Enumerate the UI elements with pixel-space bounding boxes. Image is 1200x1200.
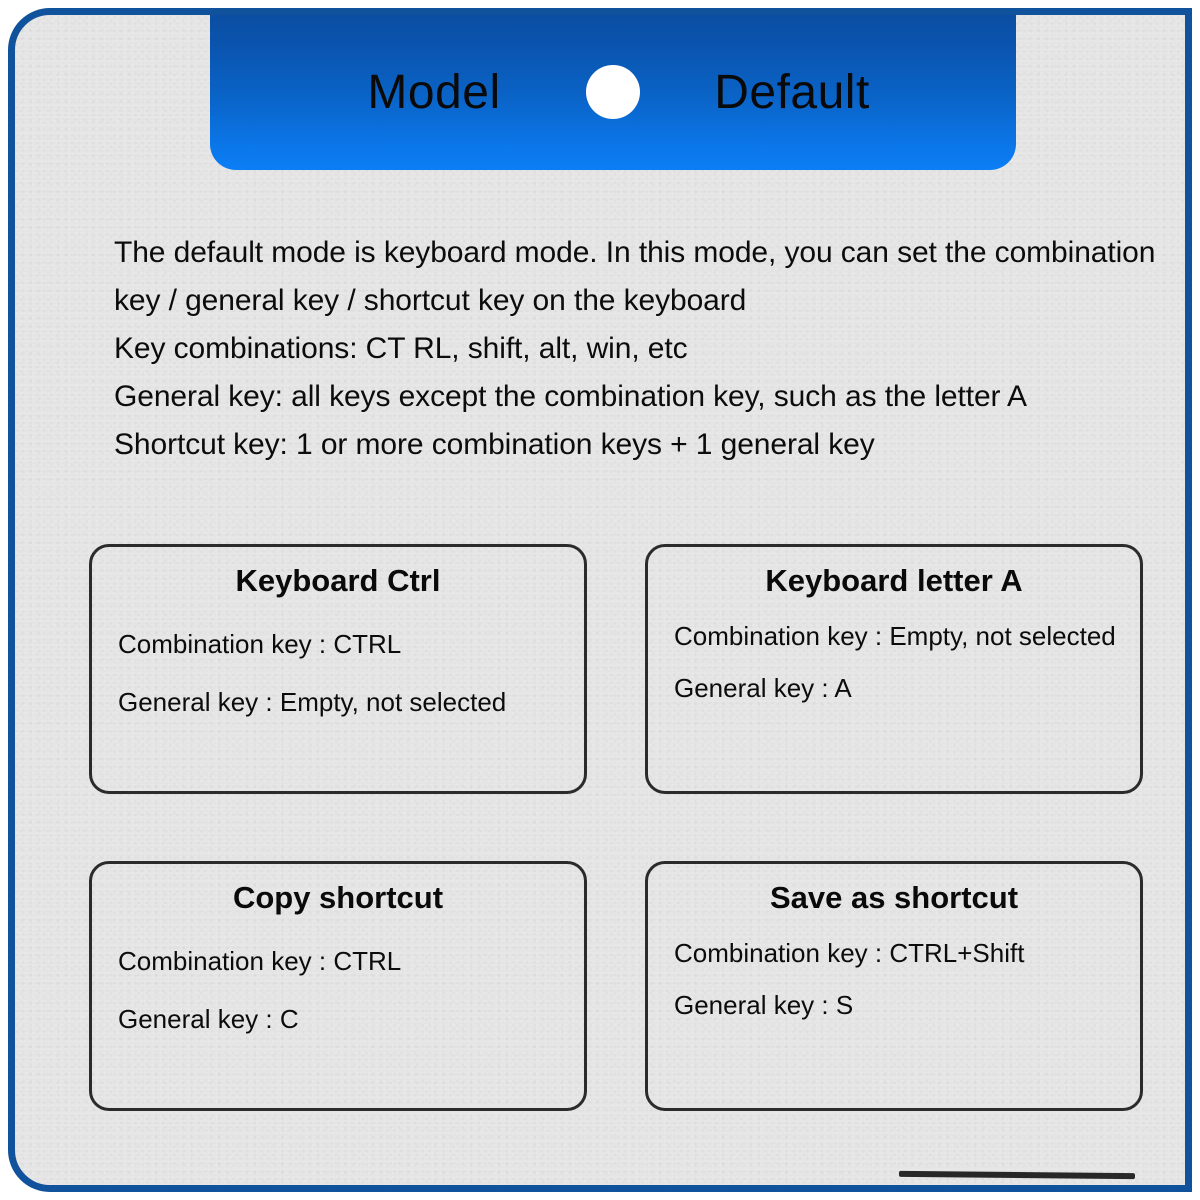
- card-title: Copy shortcut: [232, 880, 444, 915]
- card-general-key: General key : Empty, not selected: [118, 687, 507, 717]
- description-line-3: Key combinations: CT RL, shift, alt, win…: [114, 332, 688, 365]
- card-title: Keyboard letter A: [765, 563, 1023, 598]
- card-title: Save as shortcut: [769, 880, 1019, 915]
- tab-label-default[interactable]: Default: [714, 65, 870, 119]
- card-general-key: General key : S: [674, 990, 854, 1020]
- card-combination-key: Combination key : CTRL: [118, 629, 402, 659]
- card-general-key: General key : A: [674, 673, 852, 703]
- description-line-5: Shortcut key: 1 or more combination keys…: [114, 428, 875, 461]
- bottom-underline-mark: [898, 1170, 1136, 1180]
- tab-label-model[interactable]: Model: [367, 65, 501, 119]
- description-block: The default mode is keyboard mode. In th…: [114, 229, 1159, 469]
- card-combination-key: Combination key : CTRL: [118, 946, 402, 976]
- description-line-2: key / general key / shortcut key on the …: [114, 284, 747, 317]
- card-title: Keyboard Ctrl: [235, 563, 441, 598]
- mode-indicator-circle-icon[interactable]: [586, 65, 640, 119]
- instruction-panel: Model Default The default mode is keyboa…: [8, 8, 1192, 1192]
- card-general-key: General key : C: [118, 1004, 299, 1034]
- card-combination-key: Combination key : CTRL+Shift: [674, 938, 1025, 968]
- card-copy-shortcut: Copy shortcut Combination key : CTRL Gen…: [89, 861, 587, 1111]
- card-combination-key: Combination key : Empty, not selected: [674, 621, 1116, 651]
- description-line-1: The default mode is keyboard mode. In th…: [114, 236, 1156, 269]
- card-keyboard-letter-a: Keyboard letter A Combination key : Empt…: [645, 544, 1143, 794]
- example-cards-grid: Keyboard Ctrl Combination key : CTRL Gen…: [89, 544, 1149, 1111]
- description-line-4: General key: all keys except the combina…: [114, 380, 1027, 413]
- card-save-as-shortcut: Save as shortcut Combination key : CTRL+…: [645, 861, 1143, 1111]
- card-keyboard-ctrl: Keyboard Ctrl Combination key : CTRL Gen…: [89, 544, 587, 794]
- mode-tab[interactable]: Model Default: [210, 15, 1016, 170]
